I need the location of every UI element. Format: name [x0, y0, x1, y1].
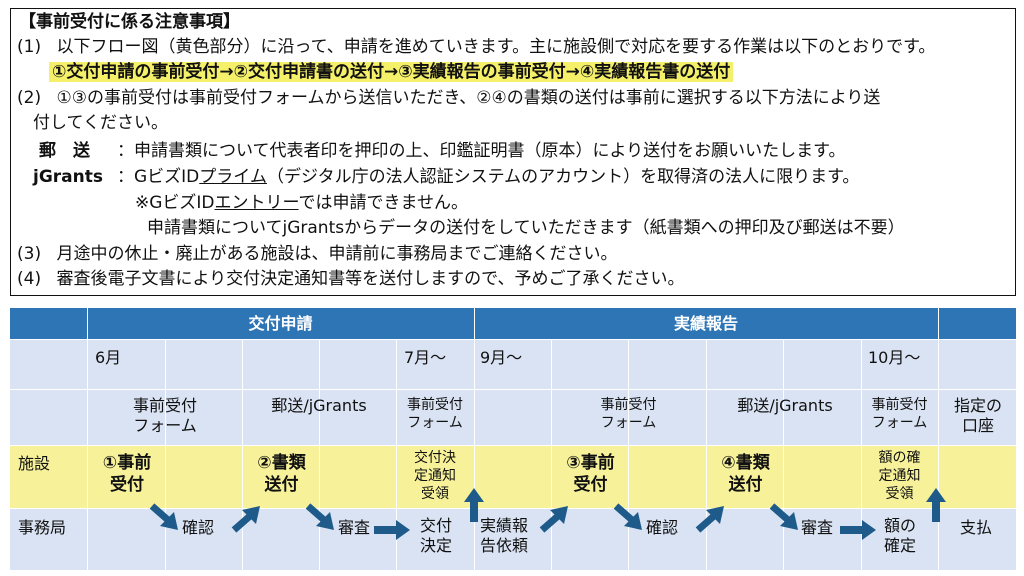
mail-colon: ： [117, 141, 134, 161]
month-jun: 6月 [95, 348, 122, 367]
item-4-text: 審査後電子文書により交付決定通知書等を送付しますので、予めご了承ください。 [56, 269, 685, 289]
step-2-document-submission: ②書類 送付 [257, 453, 306, 495]
month-band [10, 339, 1016, 389]
item-4-number: (4) [17, 269, 42, 289]
grid-line [706, 339, 707, 570]
jgrants-colon: ： [117, 167, 134, 187]
office-band [10, 508, 1016, 570]
method-mail-2: 郵送/jGrants [737, 396, 833, 415]
grid-line [938, 308, 939, 570]
item-1-number: (1) [17, 37, 42, 57]
arrow-down-right-icon [613, 503, 642, 530]
note-2: 申請書類についてjGrantsからデータの送付をしていただきます（紙書類への押印… [147, 218, 905, 238]
header-report: 実績報告 [673, 314, 738, 333]
office-payment: 支払 [960, 518, 993, 537]
header-band [10, 308, 1016, 339]
item-2-text-a: ①③の事前受付は事前受付フォームから送信いただき、②④の書類の送付は事前に選択す… [56, 88, 881, 108]
arrow-up-icon [926, 488, 946, 522]
grid-line [10, 389, 1016, 390]
office-review-1: 審査 [338, 518, 371, 537]
item-1: (1) 以下フロー図（黄色部分）に沿って、申請を進めていきます。主に施設側で対応… [17, 36, 935, 58]
notice-title: 【事前受付に係る注意事項】 [19, 12, 240, 32]
notice-box: 【事前受付に係る注意事項】 (1) 以下フロー図（黄色部分）に沿って、申請を進め… [10, 8, 1016, 296]
item-2-number: (2) [17, 88, 42, 108]
flow-highlight: ①交付申請の事前受付→②交付申請書の送付→③実績報告の事前受付→④実績報告書の送… [49, 61, 734, 83]
jgrants-text-pre: GビズID [134, 167, 200, 187]
facility-band [10, 445, 1016, 508]
method-form-1: 事前受付 フォーム [132, 396, 197, 435]
office-confirm-2: 確認 [646, 518, 679, 537]
arrow-up-right-icon [539, 506, 568, 533]
grid-line [10, 339, 1016, 340]
step-4-document-submission: ④書類 送付 [721, 453, 770, 495]
item-1-text: 以下フロー図（黄色部分）に沿って、申請を進めていきます。主に施設側で対応を要する… [56, 37, 936, 57]
row-label-office: 事務局 [18, 518, 67, 537]
grid-line [551, 339, 552, 570]
header-grant: 交付申請 [248, 314, 313, 333]
item-3-text: 月途中の休止・廃止がある施設は、申請前に事務局までご連絡ください。 [56, 244, 618, 264]
arrow-up-right-icon [231, 506, 260, 533]
arrow-down-right-icon [149, 503, 178, 530]
item-4: (4) 審査後電子文書により交付決定通知書等を送付しますので、予めご了承ください… [17, 268, 684, 290]
jgrants-text-post: （デジタル庁の法人認証システムのアカウント）を取得済の法人に限ります。 [266, 167, 860, 187]
method-form-2: 事前受付 フォーム [407, 397, 463, 431]
grid-line [242, 339, 243, 570]
method-mail-1: 郵送/jGrants [271, 396, 367, 415]
grant-decision-notice-received: 交付決 定通知 受領 [414, 450, 456, 502]
grid-line [10, 445, 1016, 446]
grid-line [861, 339, 862, 570]
jgrants-label: jGrants [33, 167, 103, 187]
grid-line [628, 339, 629, 570]
item-2: (2) ①③の事前受付は事前受付フォームから送信いただき、②④の書類の送付は事前… [17, 87, 880, 109]
month-jul: 7月～ [404, 348, 447, 367]
grid-line [319, 339, 320, 570]
month-sep: 9月～ [480, 348, 523, 367]
office-review-2: 審査 [801, 518, 834, 537]
method-form-3: 事前受付 フォーム [600, 397, 657, 431]
arrow-right-icon [840, 520, 876, 540]
arrow-right-icon [374, 520, 410, 540]
flow-highlight-text: ①交付申請の事前受付→②交付申請書の送付→③実績報告の事前受付→④実績報告書の送… [49, 62, 734, 82]
arrow-down-right-icon [769, 503, 798, 530]
grid-line [396, 339, 397, 570]
office-report-request: 実績報 告依頼 [480, 516, 529, 555]
item-3-number: (3) [17, 244, 42, 264]
step-1-pre-acceptance: ①事前 受付 [102, 453, 152, 495]
mail-text: 申請書類について代表者印を押印の上、印鑑証明書（原本）により送付をお願いいたしま… [134, 141, 846, 161]
note-post: では申請できません。 [298, 193, 469, 213]
office-amount-fixed: 額の 確定 [883, 516, 916, 555]
mail-row: 郵 送 ：申請書類について代表者印を押印の上、印鑑証明書（原本）により送付をお願い… [39, 140, 845, 162]
item-3: (3) 月途中の休止・廃止がある施設は、申請前に事務局までご連絡ください。 [17, 243, 618, 265]
arrow-down-right-icon [305, 503, 334, 530]
gbiz-prime-link: プライム [199, 167, 267, 187]
note-row: ※GビズIDエントリーでは申請できません。 [135, 192, 468, 214]
method-band [10, 389, 1016, 445]
note-pre: ※GビズID [135, 193, 215, 213]
mail-label: 郵 送 [39, 141, 90, 161]
jgrants-row: jGrants ：GビズIDプライム（デジタル庁の法人認証システムのアカウント）を… [33, 166, 859, 188]
gbiz-entry-link: エントリー [214, 193, 299, 213]
grid-line [87, 308, 88, 570]
grid-line [474, 308, 475, 570]
amount-fixed-notice-received: 額の確 定通知 受領 [878, 450, 921, 502]
method-account: 指定の 口座 [953, 396, 1002, 435]
item-2-text-b: 付してください。 [33, 113, 168, 133]
flow-table: 交付申請 実績報告 6月 7月～ 9月～ 10月～ 事前受付 フォーム 郵送/j… [10, 308, 1016, 570]
grid-line [783, 339, 784, 570]
office-confirm-1: 確認 [182, 518, 215, 537]
month-oct: 10月～ [868, 348, 921, 367]
office-grant-decision: 交付 決定 [419, 516, 452, 555]
grid-line [10, 508, 1016, 509]
method-form-4: 事前受付 フォーム [871, 397, 928, 431]
step-3-pre-acceptance: ③事前 受付 [566, 453, 615, 495]
row-label-facility: 施設 [18, 454, 51, 473]
arrow-up-icon [464, 488, 484, 522]
grid-line [165, 339, 166, 570]
arrow-up-right-icon [695, 506, 724, 533]
